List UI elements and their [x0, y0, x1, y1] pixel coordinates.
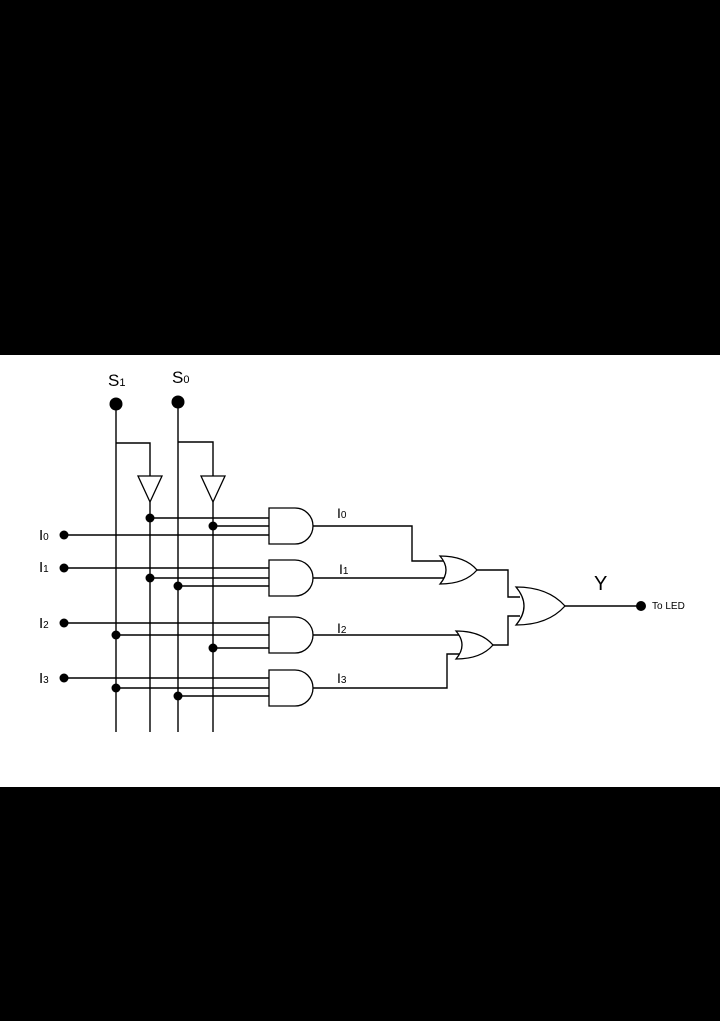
label-s0: S0: [172, 368, 189, 387]
not-gate-s0: [199, 475, 227, 504]
label-input-i3: I3: [39, 670, 49, 687]
or-upper-output-wire: [477, 569, 520, 598]
and-gate-0: [268, 507, 314, 545]
label-and-output-2: I2: [337, 620, 347, 636]
label-and-output-1: I1: [339, 561, 349, 577]
label-input-i1: I1: [39, 559, 49, 576]
diagram-panel: [0, 355, 720, 787]
or-gate-lower: [454, 630, 494, 660]
input-row-i2: [59, 618, 270, 653]
input-row-i1: [59, 563, 270, 591]
input-row-i3: [59, 673, 270, 701]
and-gate-1: [268, 559, 314, 597]
or-gate-final: [514, 586, 566, 626]
or-gate-upper: [438, 555, 478, 585]
label-to-led: To LED: [652, 601, 685, 612]
input-row-i0: [59, 513, 270, 540]
and-gate-3: [268, 669, 314, 707]
label-and-output-0: I0: [337, 505, 347, 521]
label-input-i2: I2: [39, 615, 49, 632]
output-terminal[interactable]: [636, 601, 646, 611]
label-input-i0: I0: [39, 527, 49, 544]
and-gate-2: [268, 616, 314, 654]
label-s1: S1: [108, 371, 125, 390]
and0-output-wire: [313, 525, 444, 562]
select-line-s0: [171, 395, 227, 732]
or-lower-output-wire: [493, 615, 520, 646]
and3-output-wire: [313, 653, 460, 689]
label-output-y: Y: [594, 573, 607, 595]
not-gate-s1: [136, 475, 164, 504]
label-and-output-3: I3: [337, 670, 347, 686]
